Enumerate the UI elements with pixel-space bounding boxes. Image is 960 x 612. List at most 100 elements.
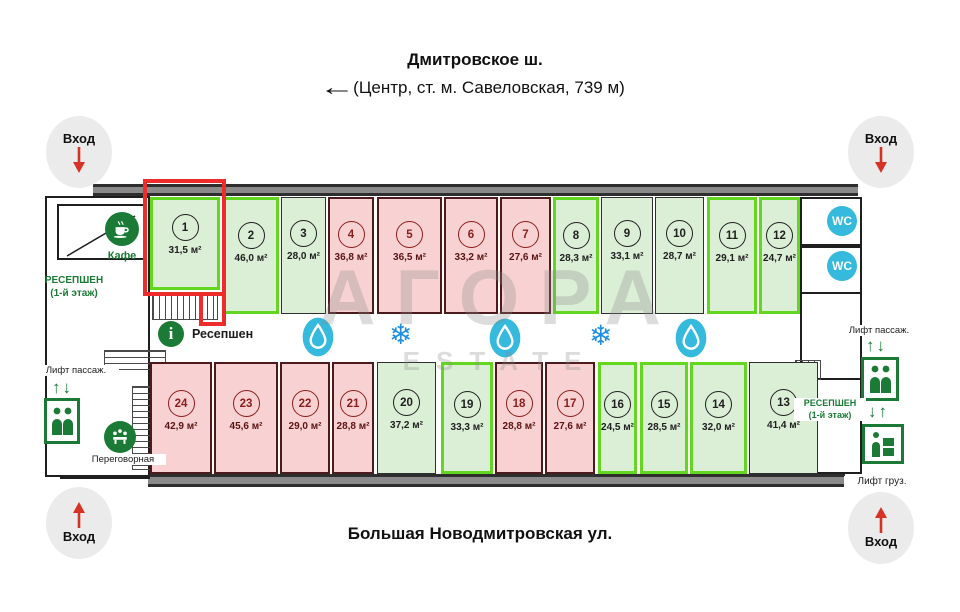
unit-area: 27,6 м² [509, 252, 542, 263]
entrance-arrow-down-icon [875, 147, 887, 173]
unit-area: 28,3 м² [559, 253, 593, 264]
top-wall [93, 184, 858, 196]
unit-15[interactable]: 15 28,5 м² [640, 362, 688, 474]
corridor-reception-label: Ресепшен [192, 327, 254, 341]
unit-area: 24,7 м² [763, 253, 796, 264]
unit-20[interactable]: 20 37,2 м² [377, 362, 436, 474]
passenger-elevator-right-icon [861, 357, 899, 401]
lift-cargo-label: Лифт груз. [844, 476, 920, 487]
unit-area: 45,6 м² [229, 421, 263, 432]
wc-icon-1: WC [827, 206, 857, 236]
right-inner-wall [800, 378, 862, 380]
unit-area: 28,8 м² [336, 421, 370, 432]
entrance-arrow-up-icon [73, 502, 85, 528]
entrance-top-left: Вход [46, 116, 112, 188]
unit-23[interactable]: 23 45,6 м² [214, 362, 278, 474]
snowflake-icon: ❄ [389, 319, 413, 350]
unit-area: 33,2 м² [454, 252, 488, 263]
unit-number: 3 [290, 220, 317, 247]
unit-22[interactable]: 22 29,0 м² [280, 362, 330, 474]
lift-arrows-right-up-icon: ↑↓ [866, 336, 887, 355]
entrance-arrow-down-icon [73, 147, 85, 173]
top-street-block: Дмитровское ш. ← (Центр, ст. м. Савеловс… [240, 50, 710, 100]
unit-number: 15 [650, 391, 678, 418]
entrance-arrow-up-icon [875, 507, 887, 533]
unit-2[interactable]: 2 46,0 м² [223, 197, 279, 314]
unit-number: 23 [232, 390, 260, 417]
reception-right-line2: (1-й этаж) [808, 409, 852, 420]
reception-right-line1: РЕСЕПШЕН [803, 398, 857, 408]
water-drop-icon [489, 318, 521, 363]
unit-area: 28,5 м² [647, 422, 681, 433]
lift-arrows-left-icon: ↑↓ [52, 378, 73, 397]
unit-area: 36,5 м² [393, 252, 426, 263]
unit-number: 4 [337, 221, 365, 248]
lift-arrows-right-down-icon: ↓↑ [868, 402, 889, 421]
bottom-wall-left [60, 477, 150, 479]
unit-number: 22 [291, 390, 319, 417]
cafe-icon [105, 212, 139, 246]
bottom-wall [148, 474, 845, 487]
unit-area: 28,7 м² [663, 251, 696, 262]
unit-3[interactable]: 3 28,0 м² [281, 197, 326, 314]
unit-7[interactable]: 7 27,6 м² [500, 197, 551, 314]
unit-area: 24,5 м² [601, 422, 634, 433]
info-glyph: i [168, 324, 174, 343]
reception-left-label: РЕСЕПШЕН (1-й этаж) [33, 274, 115, 300]
unit-number: 6 [457, 221, 485, 248]
unit-11[interactable]: 11 29,1 м² [707, 197, 757, 314]
entrance-bottom-right: Вход [848, 492, 914, 564]
unit-8[interactable]: 8 28,3 м² [553, 197, 599, 314]
unit-number: 8 [562, 222, 590, 249]
cafe-label: Кафе [107, 250, 137, 262]
freight-elevator-icon [862, 424, 904, 464]
unit-number: 10 [666, 220, 693, 247]
entrance-label: Вход [864, 534, 898, 549]
snowflake-icon: ❄ [589, 320, 613, 351]
unit-area: 37,2 м² [390, 420, 423, 431]
unit-area: 28,8 м² [502, 421, 536, 432]
unit-number: 13 [770, 389, 797, 416]
unit-area: 29,0 м² [288, 421, 322, 432]
unit-21[interactable]: 21 28,8 м² [332, 362, 374, 474]
unit-number: 7 [512, 221, 539, 248]
unit-4[interactable]: 4 36,8 м² [328, 197, 374, 314]
unit-12[interactable]: 12 24,7 м² [759, 197, 800, 314]
unit-area: 33,3 м² [450, 422, 484, 433]
water-drop-icon [675, 318, 707, 363]
entrance-label: Вход [864, 131, 898, 146]
unit-number: 11 [718, 222, 746, 249]
reception-right-label: РЕСЕПШЕН (1-й этаж) [794, 398, 866, 421]
unit-10[interactable]: 10 28,7 м² [655, 197, 704, 314]
unit-1-highlight-extension [199, 292, 226, 326]
unit-number: 21 [339, 390, 367, 417]
lift-passenger-right-label: Лифт пассаж. [838, 325, 920, 336]
meeting-room-label: Переговорная [80, 454, 166, 465]
unit-number: 24 [167, 390, 195, 417]
wc-icon-2: WC [827, 251, 857, 281]
unit-area: 46,0 м² [234, 253, 268, 264]
unit-number: 20 [393, 389, 420, 416]
unit-number: 17 [556, 390, 584, 417]
unit-area: 36,8 м² [334, 252, 368, 263]
info-icon: i [158, 321, 184, 347]
top-street-title: Дмитровское ш. [407, 50, 543, 69]
unit-number: 12 [766, 222, 793, 249]
unit-area: 41,4 м² [767, 420, 800, 431]
unit-6[interactable]: 6 33,2 м² [444, 197, 498, 314]
unit-number: 2 [237, 222, 265, 249]
unit-area: 42,9 м² [164, 421, 198, 432]
unit-area: 28,0 м² [287, 251, 320, 262]
unit-area: 29,1 м² [715, 253, 749, 264]
water-drop-icon [302, 317, 334, 362]
